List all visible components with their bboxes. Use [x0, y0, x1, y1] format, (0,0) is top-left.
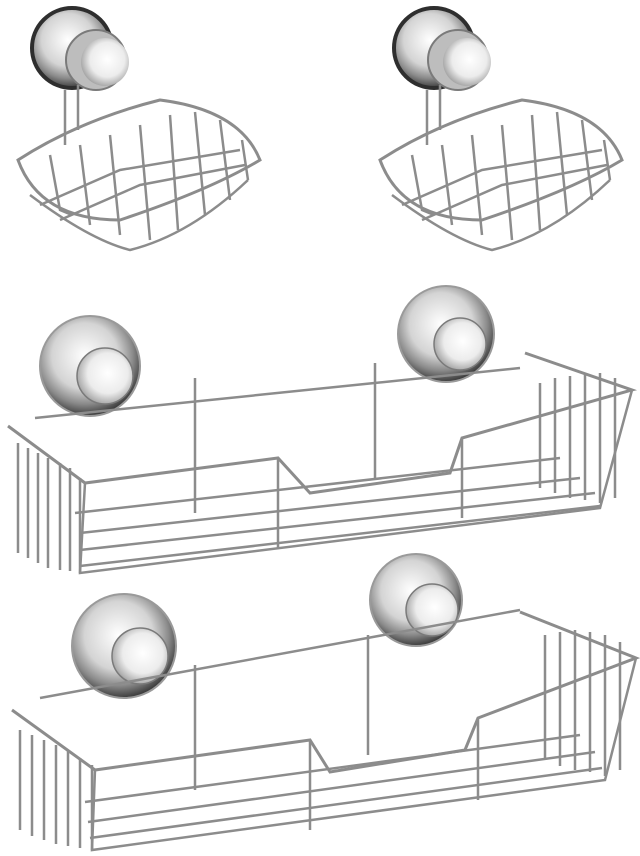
wire-basket [378, 85, 624, 252]
suction-cup-left [39, 315, 141, 417]
suction-cup-right [397, 285, 495, 383]
wire-basket [7, 351, 638, 575]
suction-cup [30, 6, 129, 91]
wire-basket [16, 85, 262, 252]
soap-dish-right [372, 0, 632, 260]
suction-cup-right [369, 553, 463, 647]
shelf-basket-bottom [0, 540, 640, 856]
soap-dish-left [10, 0, 270, 260]
shelf-basket-middle [0, 278, 640, 578]
suction-cup-left [71, 593, 177, 699]
wire-basket [11, 608, 640, 852]
suction-cup [392, 6, 491, 91]
